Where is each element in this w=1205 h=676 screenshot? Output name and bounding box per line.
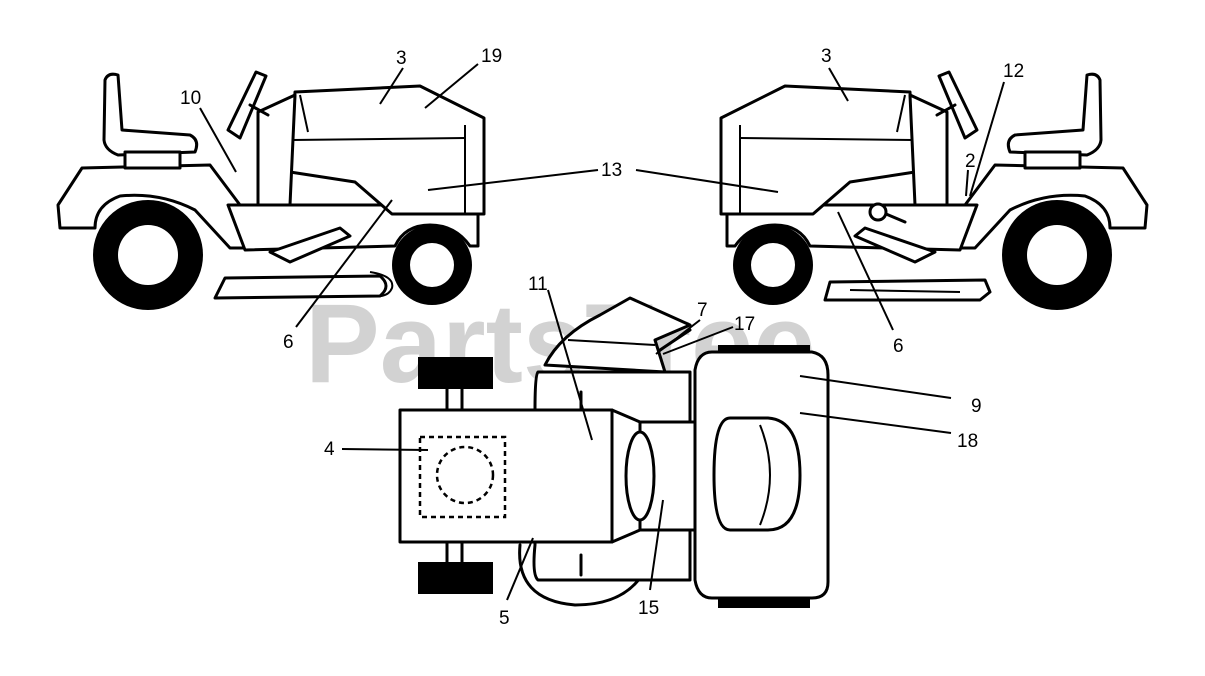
top-rear-wheel-top — [418, 357, 493, 389]
right-fuel-cap — [868, 202, 888, 222]
left-hood — [288, 84, 486, 216]
callout-left-3: 3 — [396, 48, 407, 69]
right-seat — [1006, 72, 1103, 157]
right-pedal — [853, 226, 937, 264]
left-seat — [102, 72, 199, 157]
callout-right-2: 2 — [965, 151, 976, 172]
right-side-view-tractor — [719, 70, 1149, 310]
left-steering-wheel — [226, 70, 268, 140]
top-view-tractor — [398, 296, 830, 608]
callout-13: 13 — [601, 160, 622, 181]
top-rear-deck — [398, 408, 614, 544]
right-steering-wheel — [937, 70, 979, 140]
leader-lines — [199, 63, 1005, 601]
callout-left-19: 19 — [481, 46, 502, 67]
left-pedal — [268, 226, 352, 264]
right-dash — [908, 93, 949, 207]
top-hood-grille — [712, 416, 802, 532]
callout-5: 5 — [499, 608, 510, 629]
callout-right-6: 6 — [893, 336, 904, 357]
right-chassis — [725, 203, 979, 252]
right-hood — [719, 84, 917, 216]
left-dash — [256, 93, 297, 207]
callout-right-12: 12 — [1003, 61, 1024, 82]
top-steering-wheel — [543, 296, 692, 374]
left-mower-deck — [213, 274, 388, 300]
callout-left-10: 10 — [180, 88, 201, 109]
right-mower-deck — [823, 278, 992, 302]
callout-18: 18 — [957, 431, 978, 452]
callout-4: 4 — [324, 439, 335, 460]
callout-9: 9 — [971, 396, 982, 417]
callout-labels: 3 19 10 13 6 3 12 2 6 11 7 17 9 18 4 5 1… — [180, 46, 1024, 629]
callout-7: 7 — [697, 300, 708, 321]
callout-17: 17 — [734, 314, 755, 335]
callout-11: 11 — [528, 274, 548, 295]
top-decal-area-dashed — [418, 435, 507, 519]
callout-left-6: 6 — [283, 332, 294, 353]
callout-15: 15 — [638, 598, 659, 619]
left-chassis — [226, 203, 480, 252]
callout-right-3: 3 — [821, 46, 832, 67]
top-rear-wheel-bottom — [418, 562, 493, 594]
left-side-view-tractor — [56, 70, 486, 310]
